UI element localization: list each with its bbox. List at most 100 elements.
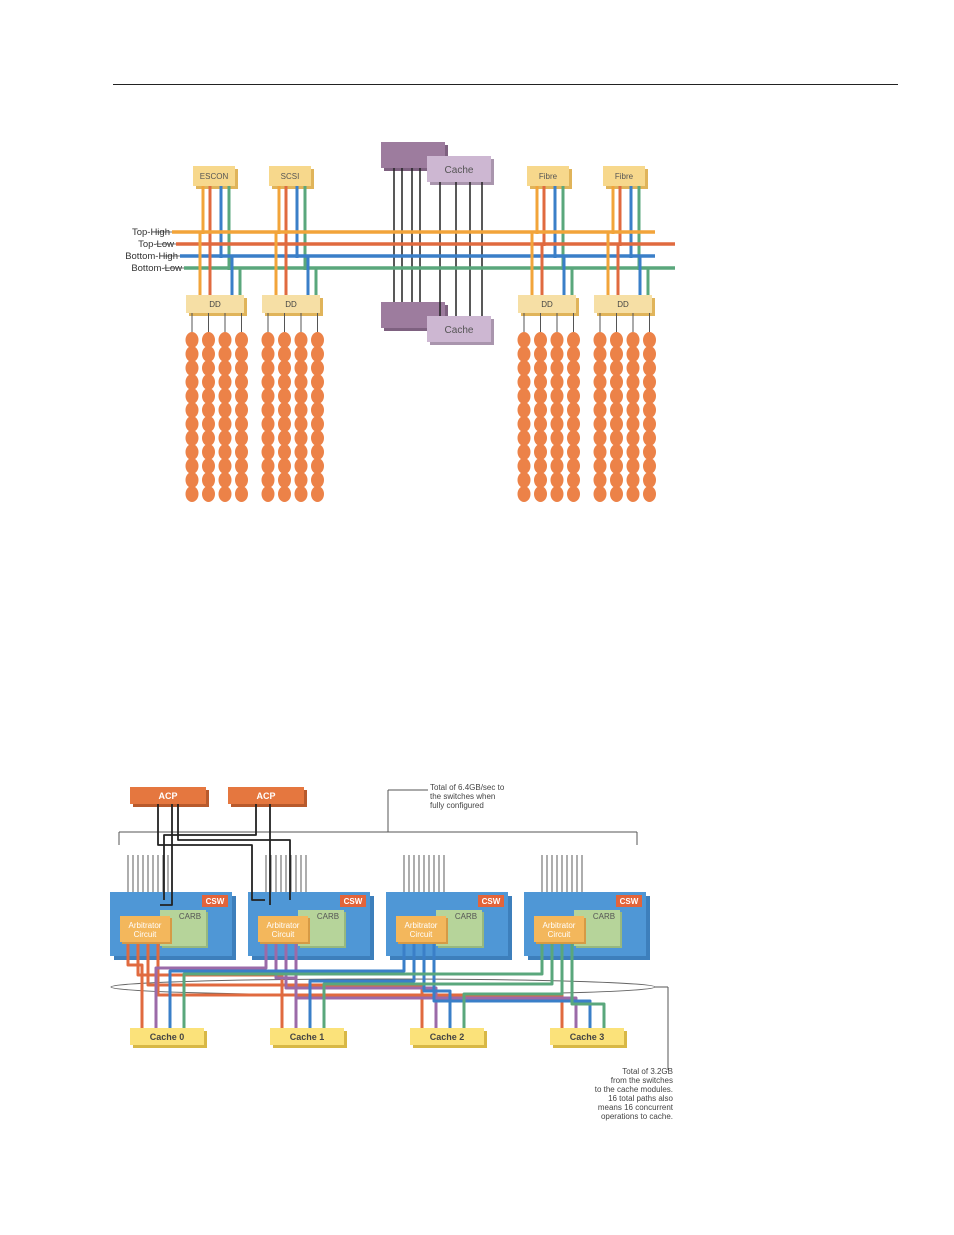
disk-1-1-0	[278, 332, 291, 348]
disk-3-0-1	[593, 346, 607, 362]
bottom-note-line-5: operations to cache.	[601, 1112, 673, 1121]
bus-label-3: Bottom-Low	[131, 263, 182, 274]
disk-2-0-8	[517, 444, 531, 460]
cache-top-label: Cache	[445, 165, 474, 176]
box-face	[193, 166, 235, 186]
wire	[462, 944, 564, 1028]
disk-1-2-10	[294, 472, 308, 488]
cache-bottom-label: Cache	[445, 325, 474, 336]
disk-0-0-1	[185, 346, 199, 362]
disk-0-3-8	[235, 444, 248, 460]
wire	[177, 804, 291, 900]
disk-1-1-10	[278, 472, 291, 488]
adapter-3	[603, 166, 648, 189]
cache-module-2	[410, 1028, 487, 1048]
disk-2-2-10	[550, 472, 564, 488]
wire	[284, 944, 438, 1028]
disk-0-2-7	[218, 430, 232, 446]
disk-3-1-4	[610, 388, 623, 404]
disk-3-2-6	[626, 416, 640, 432]
box-face	[186, 295, 244, 313]
csw-tag-2	[478, 895, 504, 907]
disk-0-3-5	[235, 402, 248, 418]
disk-1-3-2	[311, 360, 324, 376]
disk-2-1-5	[534, 402, 547, 418]
disk-3-3-0	[643, 332, 656, 348]
disk-2-0-6	[517, 416, 531, 432]
disk-3-2-11	[626, 486, 640, 502]
disk-3-0-2	[593, 360, 607, 376]
adapter-label-3: Fibre	[615, 172, 634, 181]
disk-2-3-11	[567, 486, 580, 502]
disk-3-2-3	[626, 374, 640, 390]
disk-3-3-6	[643, 416, 656, 432]
disk-3-2-1	[626, 346, 640, 362]
csw-tag-label-1: CSW	[344, 897, 363, 906]
disk-1-0-9	[261, 458, 275, 474]
director-label-0: DD	[209, 300, 221, 309]
disk-0-2-10	[218, 472, 232, 488]
disk-2-3-3	[567, 374, 580, 390]
adapter-label-1: SCSI	[281, 172, 300, 181]
disk-0-1-7	[202, 430, 215, 446]
disk-1-2-6	[294, 416, 308, 432]
adapter-label-0: ESCON	[200, 172, 229, 181]
box-face	[269, 166, 311, 186]
director-0	[186, 295, 247, 316]
disk-3-0-10	[593, 472, 607, 488]
disk-1-3-5	[311, 402, 324, 418]
disk-2-2-4	[550, 388, 564, 404]
disk-1-2-0	[294, 332, 308, 348]
disk-3-1-7	[610, 430, 623, 446]
disk-1-0-10	[261, 472, 275, 488]
disk-1-0-0	[261, 332, 275, 348]
disk-3-0-11	[593, 486, 607, 502]
disk-2-1-0	[534, 332, 547, 348]
disk-0-0-10	[185, 472, 199, 488]
box-face	[427, 316, 491, 342]
disk-3-3-10	[643, 472, 656, 488]
arbitrator-0	[120, 916, 170, 942]
adapter-2	[527, 166, 572, 189]
arbitrator-2	[396, 916, 446, 942]
disk-3-3-4	[643, 388, 656, 404]
arb-label-a-0: Arbitrator	[129, 921, 162, 930]
wire	[182, 944, 544, 1028]
disk-0-3-4	[235, 388, 248, 404]
disk-0-1-11	[202, 486, 215, 502]
disk-1-0-3	[261, 374, 275, 390]
disk-0-2-9	[218, 458, 232, 474]
acp-0	[130, 787, 209, 807]
disk-0-3-1	[235, 346, 248, 362]
disk-3-3-7	[643, 430, 656, 446]
disk-1-1-5	[278, 402, 291, 418]
disk-3-3-1	[643, 346, 656, 362]
wire	[157, 804, 265, 901]
disk-1-0-5	[261, 402, 275, 418]
disk-1-1-8	[278, 444, 291, 460]
arbitrator-1	[258, 916, 308, 942]
disk-1-2-1	[294, 346, 308, 362]
bottom-note-line-1: from the switches	[611, 1076, 673, 1085]
disk-1-0-11	[261, 486, 275, 502]
arb-label-a-2: Arbitrator	[405, 921, 438, 930]
disk-0-1-6	[202, 416, 215, 432]
box-face	[228, 787, 304, 804]
disk-1-0-2	[261, 360, 275, 376]
disk-0-3-0	[235, 332, 248, 348]
disk-2-0-7	[517, 430, 531, 446]
disk-0-3-6	[235, 416, 248, 432]
box-face	[130, 787, 206, 804]
arb-label-a-3: Arbitrator	[543, 921, 576, 930]
disk-0-2-8	[218, 444, 232, 460]
disk-2-0-3	[517, 374, 531, 390]
cache-module-label-0: Cache 0	[150, 1032, 185, 1042]
disk-2-2-7	[550, 430, 564, 446]
disk-2-3-9	[567, 458, 580, 474]
disk-3-2-7	[626, 430, 640, 446]
bus-label-2: Bottom-High	[125, 251, 178, 262]
disk-1-2-2	[294, 360, 308, 376]
wire	[160, 804, 173, 906]
